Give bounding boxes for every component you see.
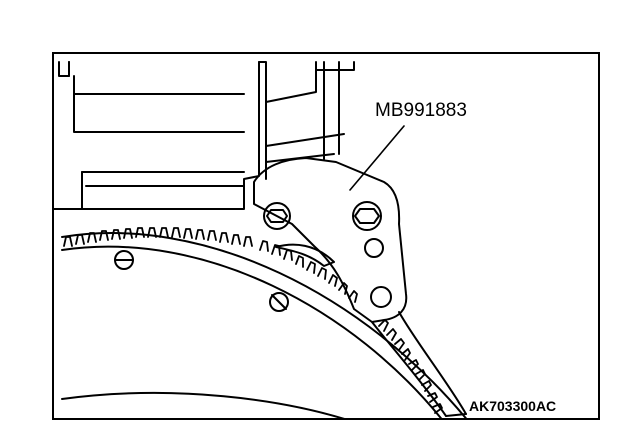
- flywheel: [61, 232, 467, 418]
- figure-code: AK703300AC: [469, 398, 557, 414]
- engine-block: [54, 61, 355, 210]
- ring-gear-teeth: [63, 227, 443, 414]
- figure-frame: MB991883 AK703300AC: [52, 52, 600, 420]
- callout-leader-line: [349, 125, 405, 191]
- tool-bolts: [263, 201, 392, 308]
- flywheel-tool-illustration: [54, 61, 467, 418]
- flywheel-bolts: [114, 250, 289, 312]
- tool-label: MB991883: [375, 100, 467, 121]
- flywheel-stopper-tool: [253, 157, 467, 417]
